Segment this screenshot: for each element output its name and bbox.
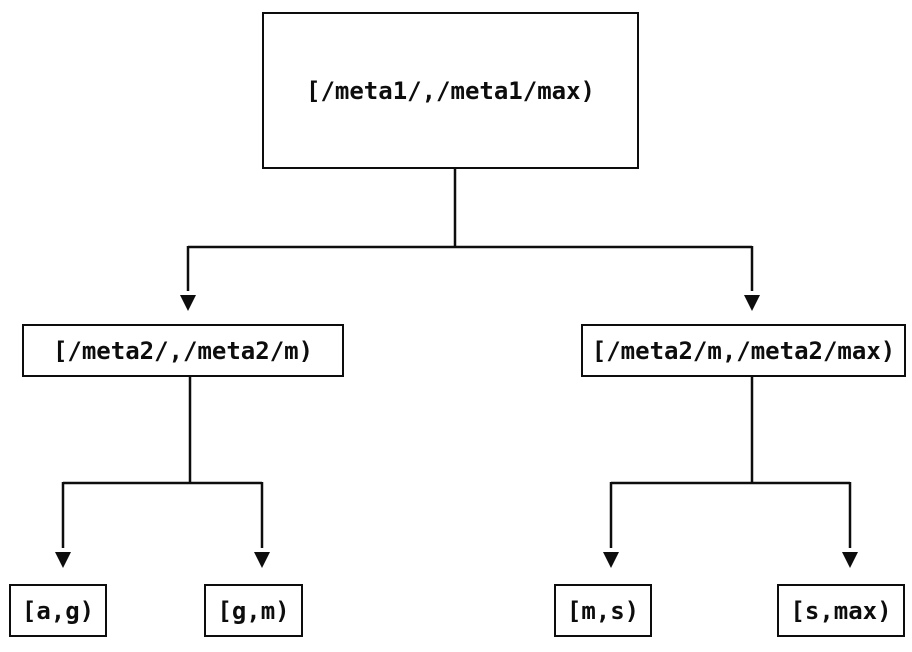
arrowhead-down-icon bbox=[180, 295, 760, 311]
node-label: [/meta2/,/meta2/m) bbox=[52, 336, 314, 365]
node-right-interval: [/meta2/m,/meta2/max) bbox=[581, 324, 906, 377]
node-label: [a,g) bbox=[21, 596, 95, 625]
node-label: [s,max) bbox=[790, 596, 892, 625]
node-label: [/meta1/,/meta1/max) bbox=[306, 76, 595, 105]
node-leaf-gm: [g,m) bbox=[204, 584, 303, 637]
arrowhead-down-icon bbox=[55, 552, 270, 568]
arrowhead-down-icon bbox=[603, 552, 858, 568]
node-leaf-ms: [m,s) bbox=[554, 584, 652, 637]
node-label: [/meta2/m,/meta2/max) bbox=[591, 336, 896, 365]
node-root-interval: [/meta1/,/meta1/max) bbox=[262, 12, 639, 169]
edge-left-children bbox=[61, 377, 264, 548]
node-label: [g,m) bbox=[217, 596, 290, 625]
edge-right-children bbox=[609, 377, 852, 548]
node-left-interval: [/meta2/,/meta2/m) bbox=[22, 324, 344, 377]
node-label: [m,s) bbox=[566, 596, 640, 625]
edge-root-children bbox=[186, 169, 754, 291]
node-leaf-ag: [a,g) bbox=[9, 584, 107, 637]
node-leaf-smax: [s,max) bbox=[777, 584, 905, 637]
